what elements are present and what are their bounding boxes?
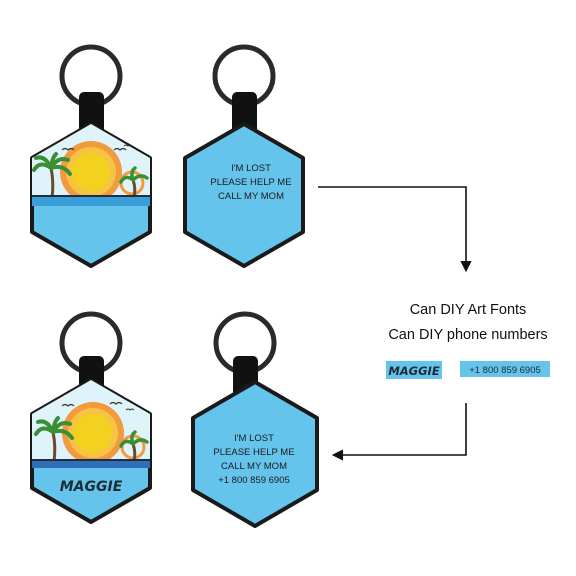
tag-back-custom: I'M LOST PLEASE HELP ME CALL MY MOM +1 8… bbox=[191, 311, 319, 528]
phone-sample-text: +1 800 859 6905 bbox=[469, 365, 541, 376]
tag-front-plain bbox=[30, 44, 152, 268]
name-sample: MAGGIE bbox=[386, 361, 442, 379]
tag-back-plain: I'M LOST PLEASE HELP ME CALL MY MOM bbox=[183, 44, 305, 268]
back-text-line-1: I'M LOST bbox=[234, 433, 274, 444]
caption-phone-numbers: Can DIY phone numbers bbox=[388, 327, 547, 343]
tag-hexagon bbox=[191, 380, 319, 528]
arrow-back bbox=[331, 403, 467, 461]
arrow-down bbox=[318, 186, 472, 273]
back-text-line-3: CALL MY MOM bbox=[218, 191, 284, 202]
tag-strap bbox=[79, 92, 104, 136]
back-text-line-3: CALL MY MOM bbox=[221, 461, 287, 472]
tag-strap bbox=[232, 92, 257, 136]
name-sample-text: MAGGIE bbox=[388, 364, 440, 378]
back-text-line-2: PLEASE HELP ME bbox=[213, 447, 294, 458]
back-text-line-4: +1 800 859 6905 bbox=[218, 475, 290, 486]
beach-scene bbox=[32, 124, 150, 206]
tag-name-text: MAGGIE bbox=[60, 479, 123, 495]
beach-scene bbox=[32, 380, 150, 468]
phone-sample: +1 800 859 6905 bbox=[460, 361, 550, 377]
caption-art-fonts: Can DIY Art Fonts bbox=[410, 302, 527, 318]
tag-front-custom: MAGGIE bbox=[30, 311, 152, 524]
back-text-line-2: PLEASE HELP ME bbox=[210, 177, 291, 188]
tag-hexagon bbox=[183, 122, 305, 268]
back-text-line-1: I'M LOST bbox=[231, 163, 271, 174]
